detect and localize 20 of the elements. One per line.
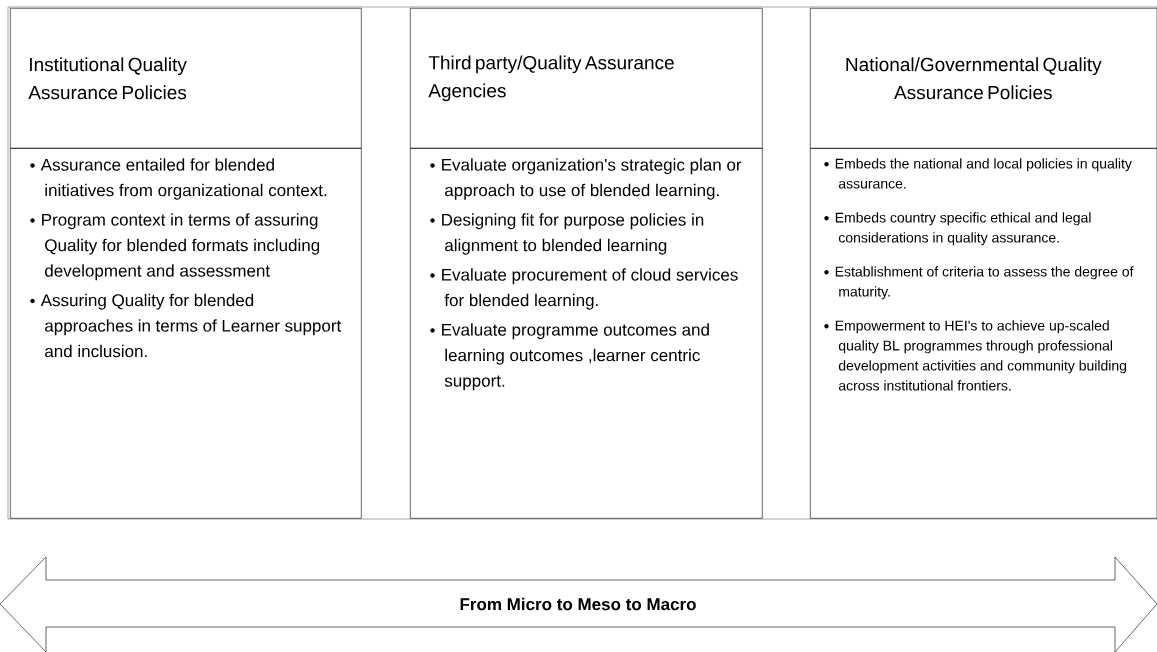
bullet-list-box bbox=[810, 148, 1157, 519]
bullet-list-box bbox=[410, 148, 763, 519]
column-header bbox=[410, 8, 763, 149]
column-header bbox=[10, 8, 362, 149]
header-text: Institutional Quality Assurance Policies bbox=[28, 57, 187, 100]
bullet-point: Evaluate procurement of cloud services for blended learning. bbox=[430, 268, 738, 310]
bullet-point: Establishment of criteria to assess the degree of maturity. bbox=[824, 266, 1134, 300]
bullet-list-box bbox=[10, 148, 362, 519]
bullet-point: Assuring Quality for blended approaches in terms of Learner support and inclusion. bbox=[30, 293, 342, 358]
bullet-point: Program context in terms of assuring Quality for blended formats including development and assessment bbox=[30, 213, 320, 281]
bullet-point: Empowerment to HEI's to achieve up-scaled quality BL programmes through professional development activities and community building across institutional frontiers. bbox=[824, 320, 1127, 391]
bullet-point: Embeds the national and local policies in quality assurance. bbox=[824, 158, 1132, 189]
bullet-point: Evaluate programme outcomes and learning outcomes ,learner centric support. bbox=[430, 323, 709, 391]
header-text: Third party/Quality Assurance Agencies bbox=[428, 55, 674, 102]
bullet-point: Designing fit for purpose policies in alignment to blended learning bbox=[430, 213, 704, 255]
bullet-point: Embeds country specific ethical and legal considerations in quality assurance. bbox=[824, 212, 1091, 246]
header-text: National/Governmental Quality Assurance Policies bbox=[846, 57, 1102, 100]
bullet-point: Assurance entailed for blended initiatives from organizational context. bbox=[30, 158, 327, 200]
bullet-point: Evaluate organization's strategic plan or approach to use of blended learning. bbox=[430, 158, 742, 200]
column-header bbox=[810, 8, 1157, 149]
